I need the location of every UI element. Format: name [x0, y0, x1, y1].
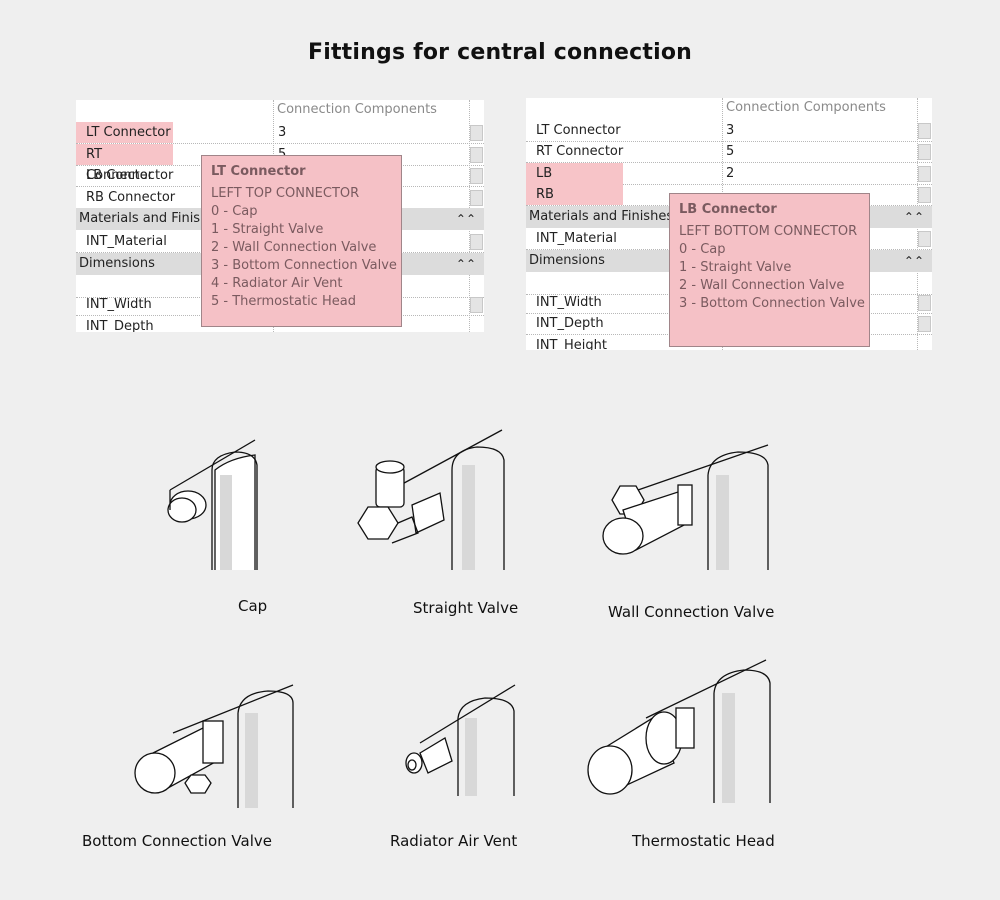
param-row-height[interactable]: INT_Height [526, 335, 932, 350]
group-label: Dimensions [79, 256, 155, 271]
param-value[interactable]: 5 [278, 144, 286, 165]
caption-cap: Cap [238, 597, 268, 615]
param-row-lt[interactable]: LT Connector 3 [526, 120, 932, 142]
straight-valve-illustration [357, 429, 505, 570]
param-cell-button[interactable] [918, 187, 931, 203]
collapse-icon[interactable]: ⌃⌃ [903, 210, 924, 224]
tooltip-title: LT Connector [211, 164, 306, 179]
wall-connection-valve-illustration [602, 444, 769, 570]
param-name: RT Connector [536, 144, 624, 159]
collapse-icon[interactable]: ⌃⌃ [455, 212, 476, 226]
tooltip-line: 5 - Thermostatic Head [211, 294, 356, 309]
param-cell-button[interactable] [470, 297, 483, 313]
caption-bottom-connection-valve: Bottom Connection Valve [82, 832, 272, 850]
radiator-air-vent-illustration [405, 684, 516, 796]
param-row-lt[interactable]: LT Connector 3 [76, 122, 484, 144]
param-cell-button[interactable] [470, 190, 483, 206]
param-cell-button[interactable] [470, 168, 483, 184]
param-name: INT_Width [86, 297, 152, 312]
param-value[interactable]: 3 [726, 123, 735, 138]
caption-wall-connection-valve: Wall Connection Valve [608, 603, 775, 621]
caption-thermostatic-head: Thermostatic Head [632, 832, 775, 850]
cap-illustration [167, 439, 258, 570]
param-cell-button[interactable] [470, 125, 483, 141]
param-row-lb[interactable]: LB Connector 2 [526, 163, 932, 202]
group-label: Materials and Finishes [79, 211, 224, 226]
tooltip-line: 1 - Straight Valve [679, 260, 792, 275]
param-row-depth[interactable]: INT_Depth [76, 316, 484, 332]
param-name: INT_Depth [536, 316, 604, 331]
param-value[interactable]: 2 [726, 166, 735, 181]
tooltip-line: 3 - Bottom Connection Valve [211, 258, 397, 273]
param-cell-button[interactable] [918, 231, 931, 247]
tooltip-title: LB Connector [679, 202, 777, 217]
tooltip-line: 0 - Cap [211, 204, 258, 219]
param-cell-button[interactable] [918, 295, 931, 311]
param-name: INT_Width [536, 295, 602, 310]
param-value[interactable]: 5 [726, 144, 735, 159]
group-label: Materials and Finishes [529, 209, 674, 224]
tooltip-line: 4 - Radiator Air Vent [211, 276, 343, 291]
param-name: LT Connector [76, 122, 173, 143]
param-name: RB Connector [526, 184, 623, 223]
collapse-icon[interactable]: ⌃⌃ [903, 254, 924, 268]
tooltip-lt-connector: LT Connector LEFT TOP CONNECTOR 0 - Cap … [201, 155, 402, 327]
tooltip-line: 2 - Wall Connection Valve [679, 278, 845, 293]
tooltip-line: LEFT BOTTOM CONNECTOR [679, 224, 858, 239]
column-header: Connection Components [277, 102, 437, 117]
param-name: INT_Material [86, 234, 167, 249]
param-value[interactable]: 3 [278, 125, 287, 140]
param-name: INT_Material [536, 231, 617, 246]
param-cell-button[interactable] [918, 144, 931, 160]
collapse-icon[interactable]: ⌃⌃ [455, 257, 476, 271]
param-name: INT_Depth [86, 319, 154, 332]
tooltip-line: 0 - Cap [679, 242, 726, 257]
param-name: INT_Height [536, 338, 607, 350]
group-label: Dimensions [529, 253, 605, 268]
param-cell-button[interactable] [918, 316, 931, 332]
param-name: RB Connector [86, 190, 176, 205]
caption-straight-valve: Straight Valve [413, 599, 519, 617]
tooltip-line: 2 - Wall Connection Valve [211, 240, 377, 255]
tooltip-lb-connector: LB Connector LEFT BOTTOM CONNECTOR 0 - C… [669, 193, 870, 347]
tooltip-line: 3 - Bottom Connection Valve [679, 296, 865, 311]
tooltip-line: LEFT TOP CONNECTOR [211, 186, 360, 201]
param-name: LT Connector [536, 123, 621, 138]
page-title: Fittings for central connection [307, 40, 692, 65]
param-cell-button[interactable] [470, 147, 483, 163]
caption-radiator-air-vent: Radiator Air Vent [390, 832, 518, 850]
param-cell-button[interactable] [918, 123, 931, 139]
tooltip-line: 1 - Straight Valve [211, 222, 324, 237]
thermostatic-head-illustration [587, 659, 771, 803]
param-cell-button[interactable] [470, 234, 483, 250]
param-cell-button[interactable] [918, 166, 931, 182]
param-row-rt[interactable]: RT Connector 5 [526, 141, 932, 163]
bottom-connection-valve-illustration [134, 684, 294, 808]
param-name: RT Connector [76, 144, 173, 183]
param-name: LB Connector [86, 168, 174, 183]
param-name: LB Connector [526, 163, 623, 202]
column-header: Connection Components [726, 100, 886, 115]
